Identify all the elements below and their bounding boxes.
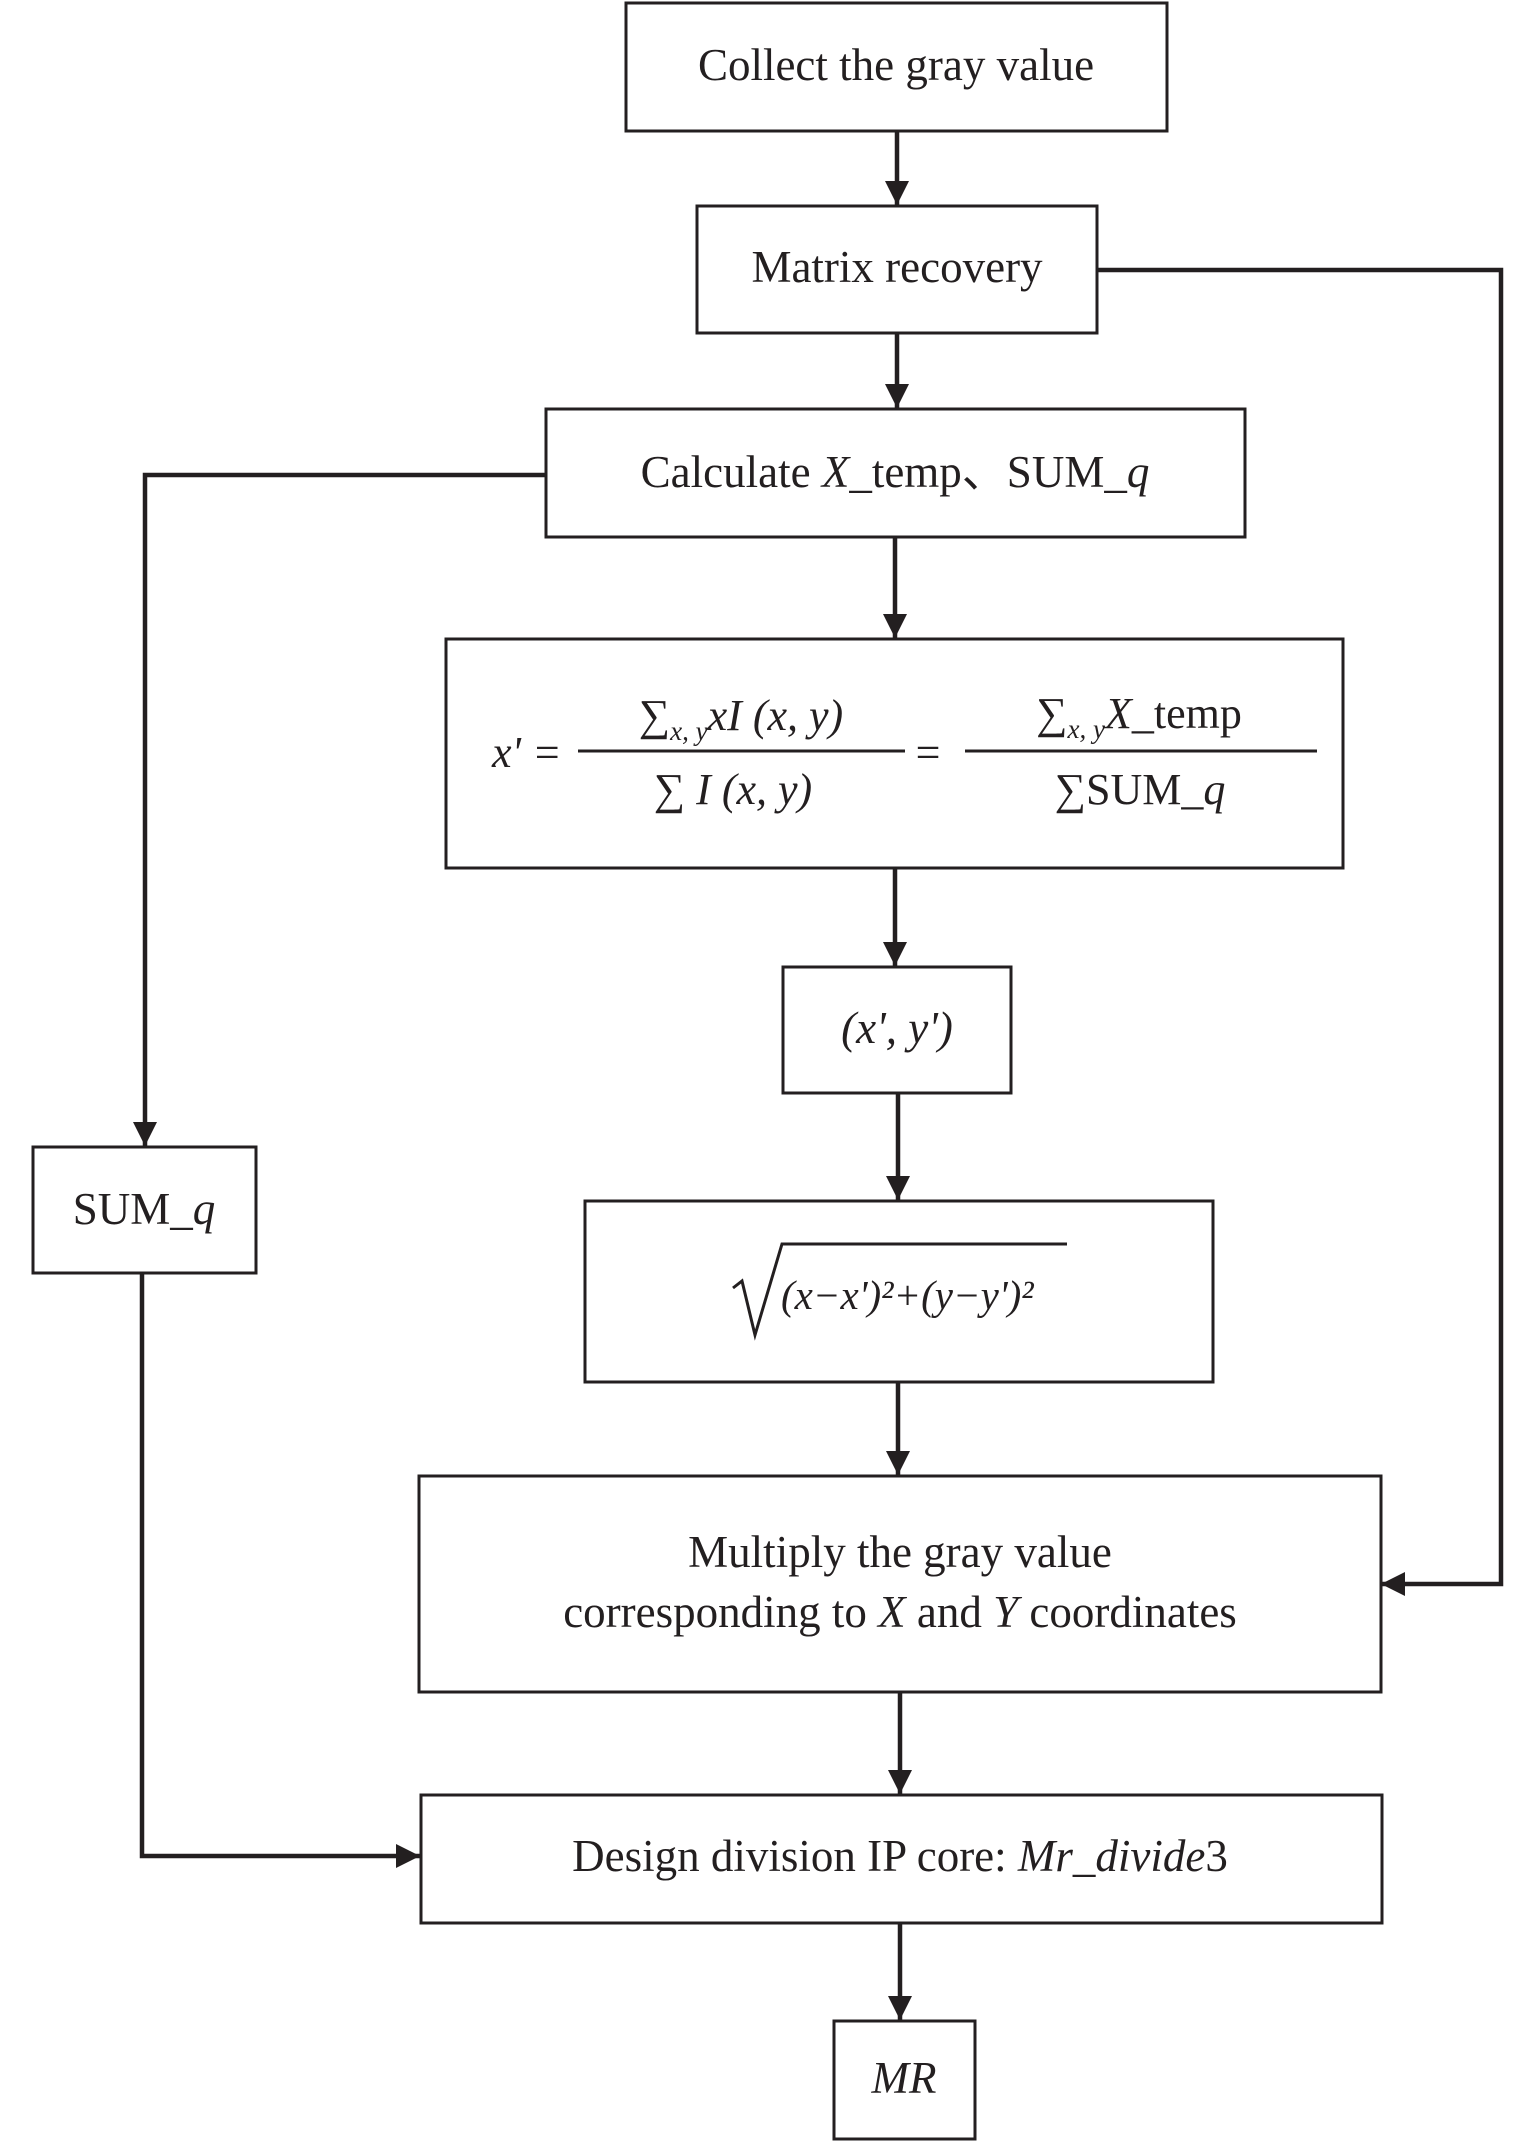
distance-expression: (x−x')²+(y−y')² [781, 1272, 1034, 1318]
numerator-2: ∑x, yX_temp [1036, 689, 1242, 744]
node-label: Design division IP core: Mr_divide3 [572, 1831, 1228, 1881]
edge-calculate-to-sumq [133, 472, 545, 1146]
denominator-2: ∑SUM_q [1055, 765, 1226, 814]
sqrt-sign [732, 1242, 1067, 1341]
node-collect-gray-value: Collect the gray value [624, 1, 1169, 133]
formula-equals: = [916, 728, 941, 777]
node-centroid-coordinates: (x', y') [781, 965, 1013, 1095]
node-label: (x', y') [841, 1003, 953, 1053]
node-calculate: Calculate X_temp、SUM_q [544, 407, 1247, 539]
node-label-line2: corresponding to X and Y coordinates [563, 1587, 1237, 1637]
node-matrix-recovery: Matrix recovery [695, 204, 1099, 335]
node-mr: MR [832, 2019, 977, 2141]
node-label: Calculate X_temp、SUM_q [641, 447, 1150, 497]
node-label-line1: Multiply the gray value [688, 1527, 1112, 1577]
node-centroid-formula: x' = ∑x, yxI (x, y) ∑ I (x, y) = ∑x, yX_… [444, 637, 1345, 870]
node-label: MR [871, 2053, 937, 2103]
node-distance: (x−x')²+(y−y')² [583, 1199, 1215, 1384]
edge-matrix-to-multiply [1097, 267, 1504, 1596]
node-sum-q: SUM_q [31, 1145, 258, 1275]
node-multiply: Multiply the gray value corresponding to… [417, 1474, 1383, 1694]
formula-lhs: x' = [491, 728, 562, 777]
numerator-1: ∑x, yxI (x, y) [639, 691, 843, 746]
edge-sumq-to-design [139, 1273, 420, 1868]
node-label: Collect the gray value [698, 40, 1094, 90]
node-label: SUM_q [73, 1184, 216, 1234]
denominator-1: ∑ I (x, y) [654, 765, 812, 814]
node-design-division: Design division IP core: Mr_divide3 [419, 1793, 1384, 1925]
node-label: Matrix recovery [751, 242, 1043, 292]
